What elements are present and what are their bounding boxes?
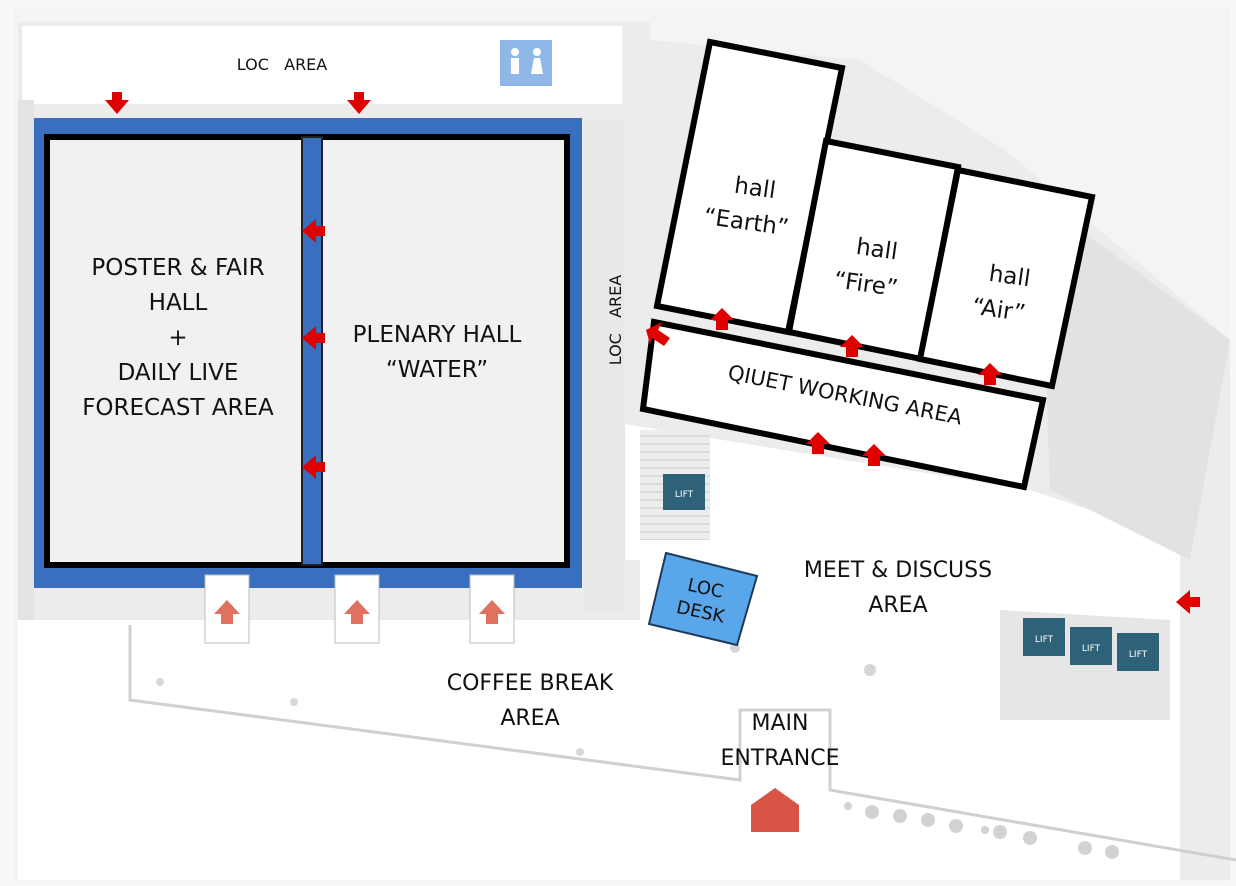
svg-text:POSTER & FAIR: POSTER & FAIR: [91, 255, 264, 281]
red-arrow-icon: [105, 92, 1200, 614]
loc-desk: [647, 551, 759, 647]
hall-doors-bottom: [204, 574, 515, 644]
poster-hall-label: POSTER & FAIR HALL + DAILY LIVE FORECAST…: [82, 255, 274, 421]
main-entrance-icon: [751, 788, 799, 832]
svg-text:MAIN: MAIN: [752, 711, 809, 736]
svg-text:PLENARY HALL: PLENARY HALL: [353, 322, 522, 348]
lift-label: LIFT: [1129, 650, 1148, 660]
svg-text:hall: hall: [987, 261, 1032, 293]
meet-discuss-label: MEET & DISCUSS AREA: [804, 558, 992, 618]
quiet-working-area: [639, 318, 1047, 491]
loc-area-side-label: LOC AREA: [606, 275, 625, 366]
svg-text:HALL: HALL: [149, 290, 208, 316]
svg-text:COFFEE BREAK: COFFEE BREAK: [447, 671, 614, 696]
svg-text:hall: hall: [733, 173, 778, 205]
svg-text:“WATER”: “WATER”: [386, 357, 488, 383]
restroom-icon: [500, 40, 552, 86]
coffee-break-label: COFFEE BREAK AREA: [447, 671, 614, 731]
loc-area-top-label: LOC AREA: [237, 55, 328, 74]
lift-label: LIFT: [1082, 644, 1101, 654]
plenary-hall-label: PLENARY HALL “WATER”: [353, 322, 522, 383]
outdoor-seating: [844, 802, 1119, 859]
main-entrance-label: MAIN ENTRANCE: [721, 711, 840, 771]
svg-text:MEET & DISCUSS: MEET & DISCUSS: [804, 558, 992, 583]
svg-text:AREA: AREA: [868, 593, 927, 618]
svg-text:AREA: AREA: [500, 706, 559, 731]
svg-text:FORECAST AREA: FORECAST AREA: [82, 395, 274, 421]
lift-label: LIFT: [1035, 635, 1054, 645]
svg-text:ENTRANCE: ENTRANCE: [721, 746, 840, 771]
lift-icons: [663, 474, 1159, 671]
svg-text:+: +: [168, 325, 187, 351]
svg-text:hall: hall: [855, 234, 900, 266]
main-hall-block: [34, 118, 582, 588]
svg-text:DAILY LIVE: DAILY LIVE: [118, 360, 239, 386]
hall-air-label: hall “Air”: [971, 261, 1032, 327]
lift-label: LIFT: [675, 490, 694, 500]
hall-air: [916, 166, 1096, 390]
